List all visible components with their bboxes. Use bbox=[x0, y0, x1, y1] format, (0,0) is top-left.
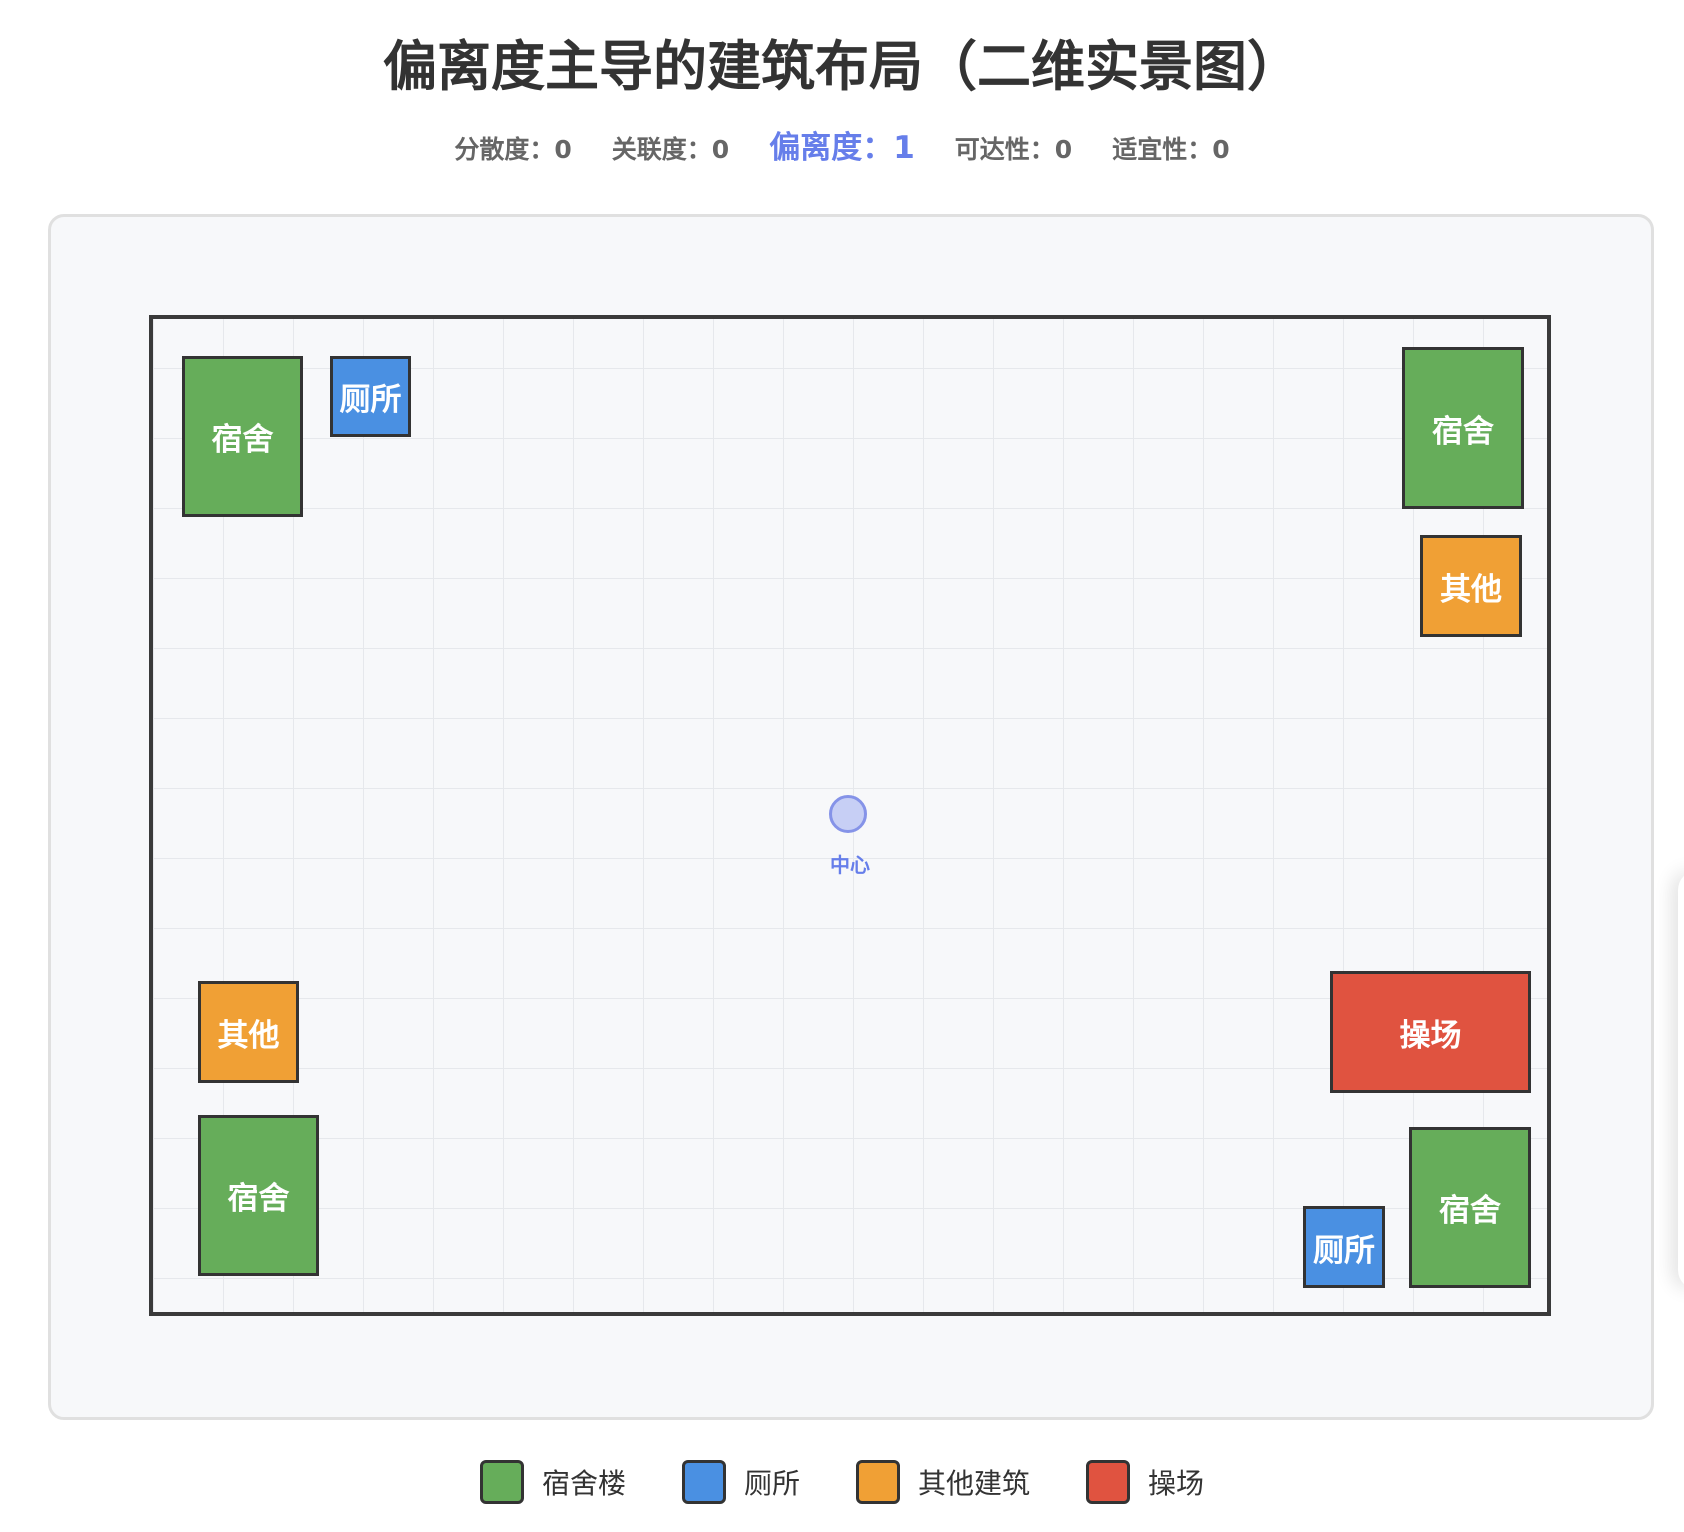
legend-item-toilet: 厕所 bbox=[681, 1460, 800, 1504]
building-dorm: 宿舍 bbox=[1409, 1127, 1531, 1288]
legend: 宿舍楼 厕所 其他建筑 操场 bbox=[0, 1460, 1684, 1504]
legend-item-playground: 操场 bbox=[1086, 1460, 1204, 1504]
legend-label: 厕所 bbox=[743, 1467, 800, 1500]
metric-correlation: 关联度：0 bbox=[611, 135, 730, 164]
building-dorm: 宿舍 bbox=[198, 1115, 319, 1276]
metric-suitability: 适宜性：0 bbox=[1112, 135, 1230, 164]
center-label: 中心 bbox=[830, 853, 870, 877]
metric-deviation: 偏离度：1 bbox=[769, 130, 915, 166]
legend-label: 宿舍楼 bbox=[541, 1467, 626, 1500]
legend-swatch bbox=[1086, 1460, 1131, 1504]
page-title: 偏离度主导的建筑布局（二维实景图） bbox=[383, 35, 1301, 98]
side-drawer-edge[interactable] bbox=[1678, 870, 1684, 1290]
legend-swatch bbox=[479, 1460, 524, 1504]
metric-accessibility: 可达性：0 bbox=[954, 135, 1073, 164]
building-toilet: 厕所 bbox=[330, 356, 411, 437]
building-dorm: 宿舍 bbox=[182, 356, 303, 517]
legend-swatch bbox=[856, 1460, 900, 1504]
metric-dispersion: 分散度：0 bbox=[454, 135, 572, 164]
legend-swatch bbox=[681, 1460, 726, 1504]
legend-item-other: 其他建筑 bbox=[856, 1460, 1030, 1504]
legend-item-dorm: 宿舍楼 bbox=[479, 1460, 626, 1504]
legend-label: 操场 bbox=[1148, 1467, 1205, 1500]
building-toilet: 厕所 bbox=[1303, 1206, 1385, 1288]
building-playground: 操场 bbox=[1330, 971, 1531, 1093]
center-marker bbox=[829, 795, 867, 833]
legend-label: 其他建筑 bbox=[918, 1467, 1031, 1500]
metrics-bar: 分散度：0 关联度：0 偏离度：1 可达性：0 适宜性：0 bbox=[0, 122, 1684, 167]
building-other: 其他 bbox=[1420, 535, 1522, 637]
building-dorm: 宿舍 bbox=[1402, 347, 1524, 509]
building-other: 其他 bbox=[198, 981, 299, 1083]
